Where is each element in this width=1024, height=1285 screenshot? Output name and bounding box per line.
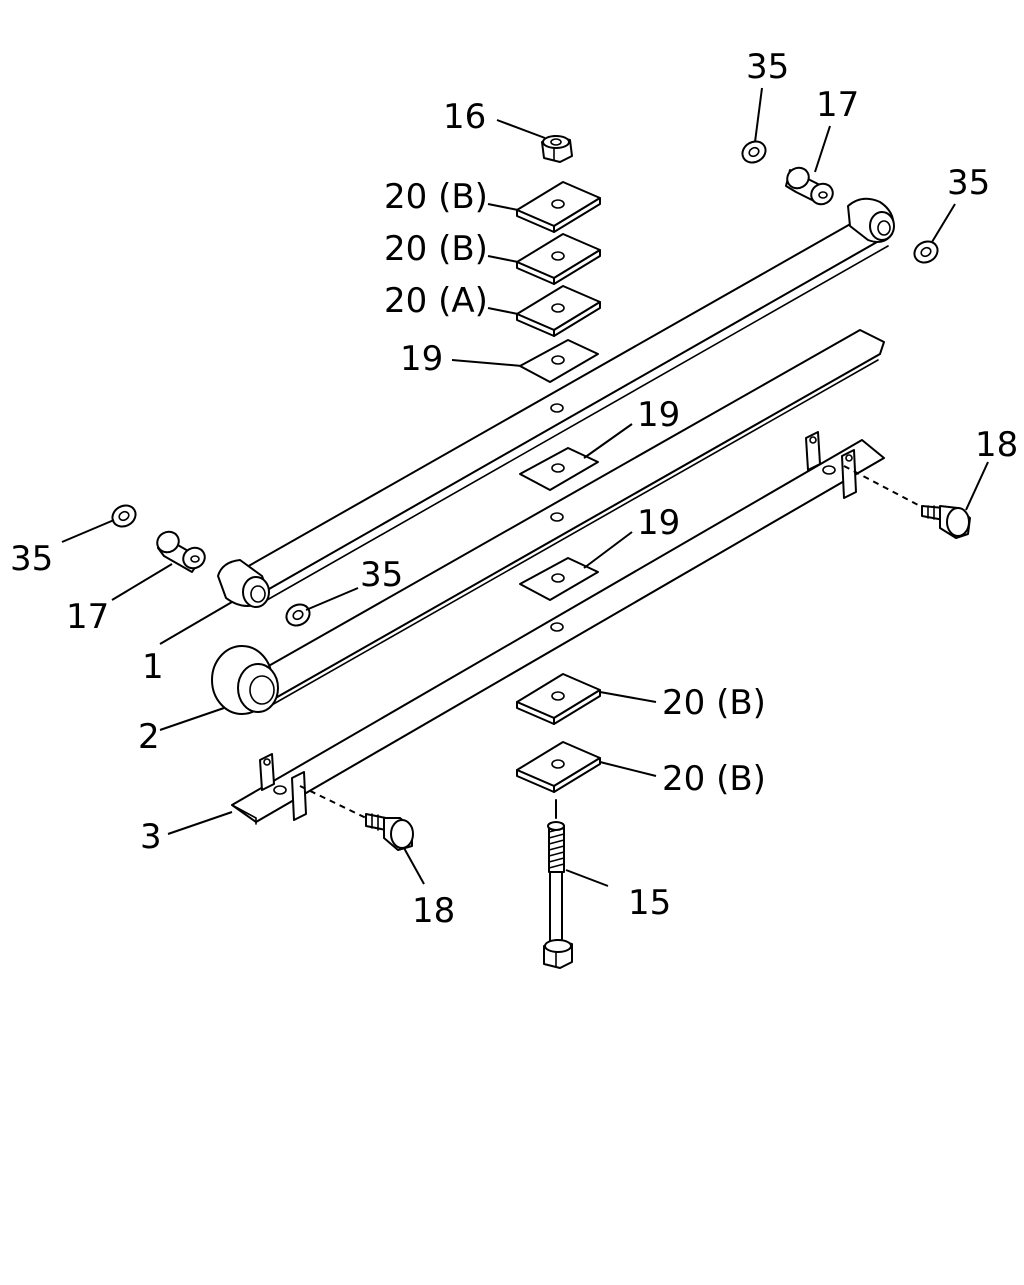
liner-19-top bbox=[519, 339, 599, 383]
callout-16: 16 bbox=[443, 97, 486, 137]
leader-lines bbox=[61, 87, 989, 887]
callout-19-top: 19 bbox=[400, 339, 443, 379]
nut-16 bbox=[541, 135, 573, 163]
callout-35-left: 35 bbox=[10, 539, 53, 579]
liner-19-low bbox=[519, 557, 599, 601]
washer-35-top bbox=[741, 140, 767, 164]
callout-3: 3 bbox=[140, 817, 162, 857]
liner-19-mid bbox=[519, 447, 599, 491]
callout-20b-3: 20 (B) bbox=[662, 683, 766, 723]
washer-35-center bbox=[285, 603, 311, 627]
callout-20b-1: 20 (B) bbox=[384, 177, 488, 217]
plate-20b-top-1 bbox=[516, 181, 601, 233]
callout-17-top: 17 bbox=[816, 85, 859, 125]
callout-18-bottom: 18 bbox=[412, 891, 455, 931]
callout-2: 2 bbox=[138, 717, 160, 757]
center-bolt-15 bbox=[543, 799, 573, 969]
callout-35-top: 35 bbox=[746, 47, 789, 87]
bolt-18-right-axis bbox=[843, 465, 921, 507]
callout-19-low: 19 bbox=[637, 503, 680, 543]
callout-labels: 16 35 17 35 20 (B) 20 (B) 20 (A) 19 19 1… bbox=[10, 47, 1018, 931]
bolt-18-bottom bbox=[365, 813, 414, 851]
plate-20b-bottom-1 bbox=[516, 673, 601, 725]
callout-20b-4: 20 (B) bbox=[662, 759, 766, 799]
washer-35-right bbox=[913, 240, 939, 264]
bolt-18-right bbox=[921, 505, 971, 539]
callout-35-right: 35 bbox=[947, 163, 990, 203]
leaf-spring-1 bbox=[217, 197, 895, 608]
callout-20b-2: 20 (B) bbox=[384, 229, 488, 269]
bushing-17-top bbox=[785, 166, 834, 206]
plate-20a-top bbox=[516, 285, 601, 337]
callout-19-mid: 19 bbox=[637, 395, 680, 435]
plate-20b-bottom-2 bbox=[516, 741, 601, 793]
plate-20b-top-2 bbox=[516, 233, 601, 285]
leaf-spring-2 bbox=[211, 329, 885, 715]
callout-20a: 20 (A) bbox=[384, 281, 488, 321]
callout-18-right: 18 bbox=[975, 425, 1018, 465]
callout-15: 15 bbox=[628, 883, 671, 923]
callout-17-left: 17 bbox=[66, 597, 109, 637]
bolt-18-bottom-axis bbox=[299, 785, 367, 819]
callout-35-center: 35 bbox=[360, 555, 403, 595]
callout-1: 1 bbox=[142, 647, 164, 687]
bushing-17-left bbox=[156, 530, 206, 573]
washer-35-left bbox=[111, 504, 137, 528]
leaf-spring-3 bbox=[231, 431, 885, 825]
